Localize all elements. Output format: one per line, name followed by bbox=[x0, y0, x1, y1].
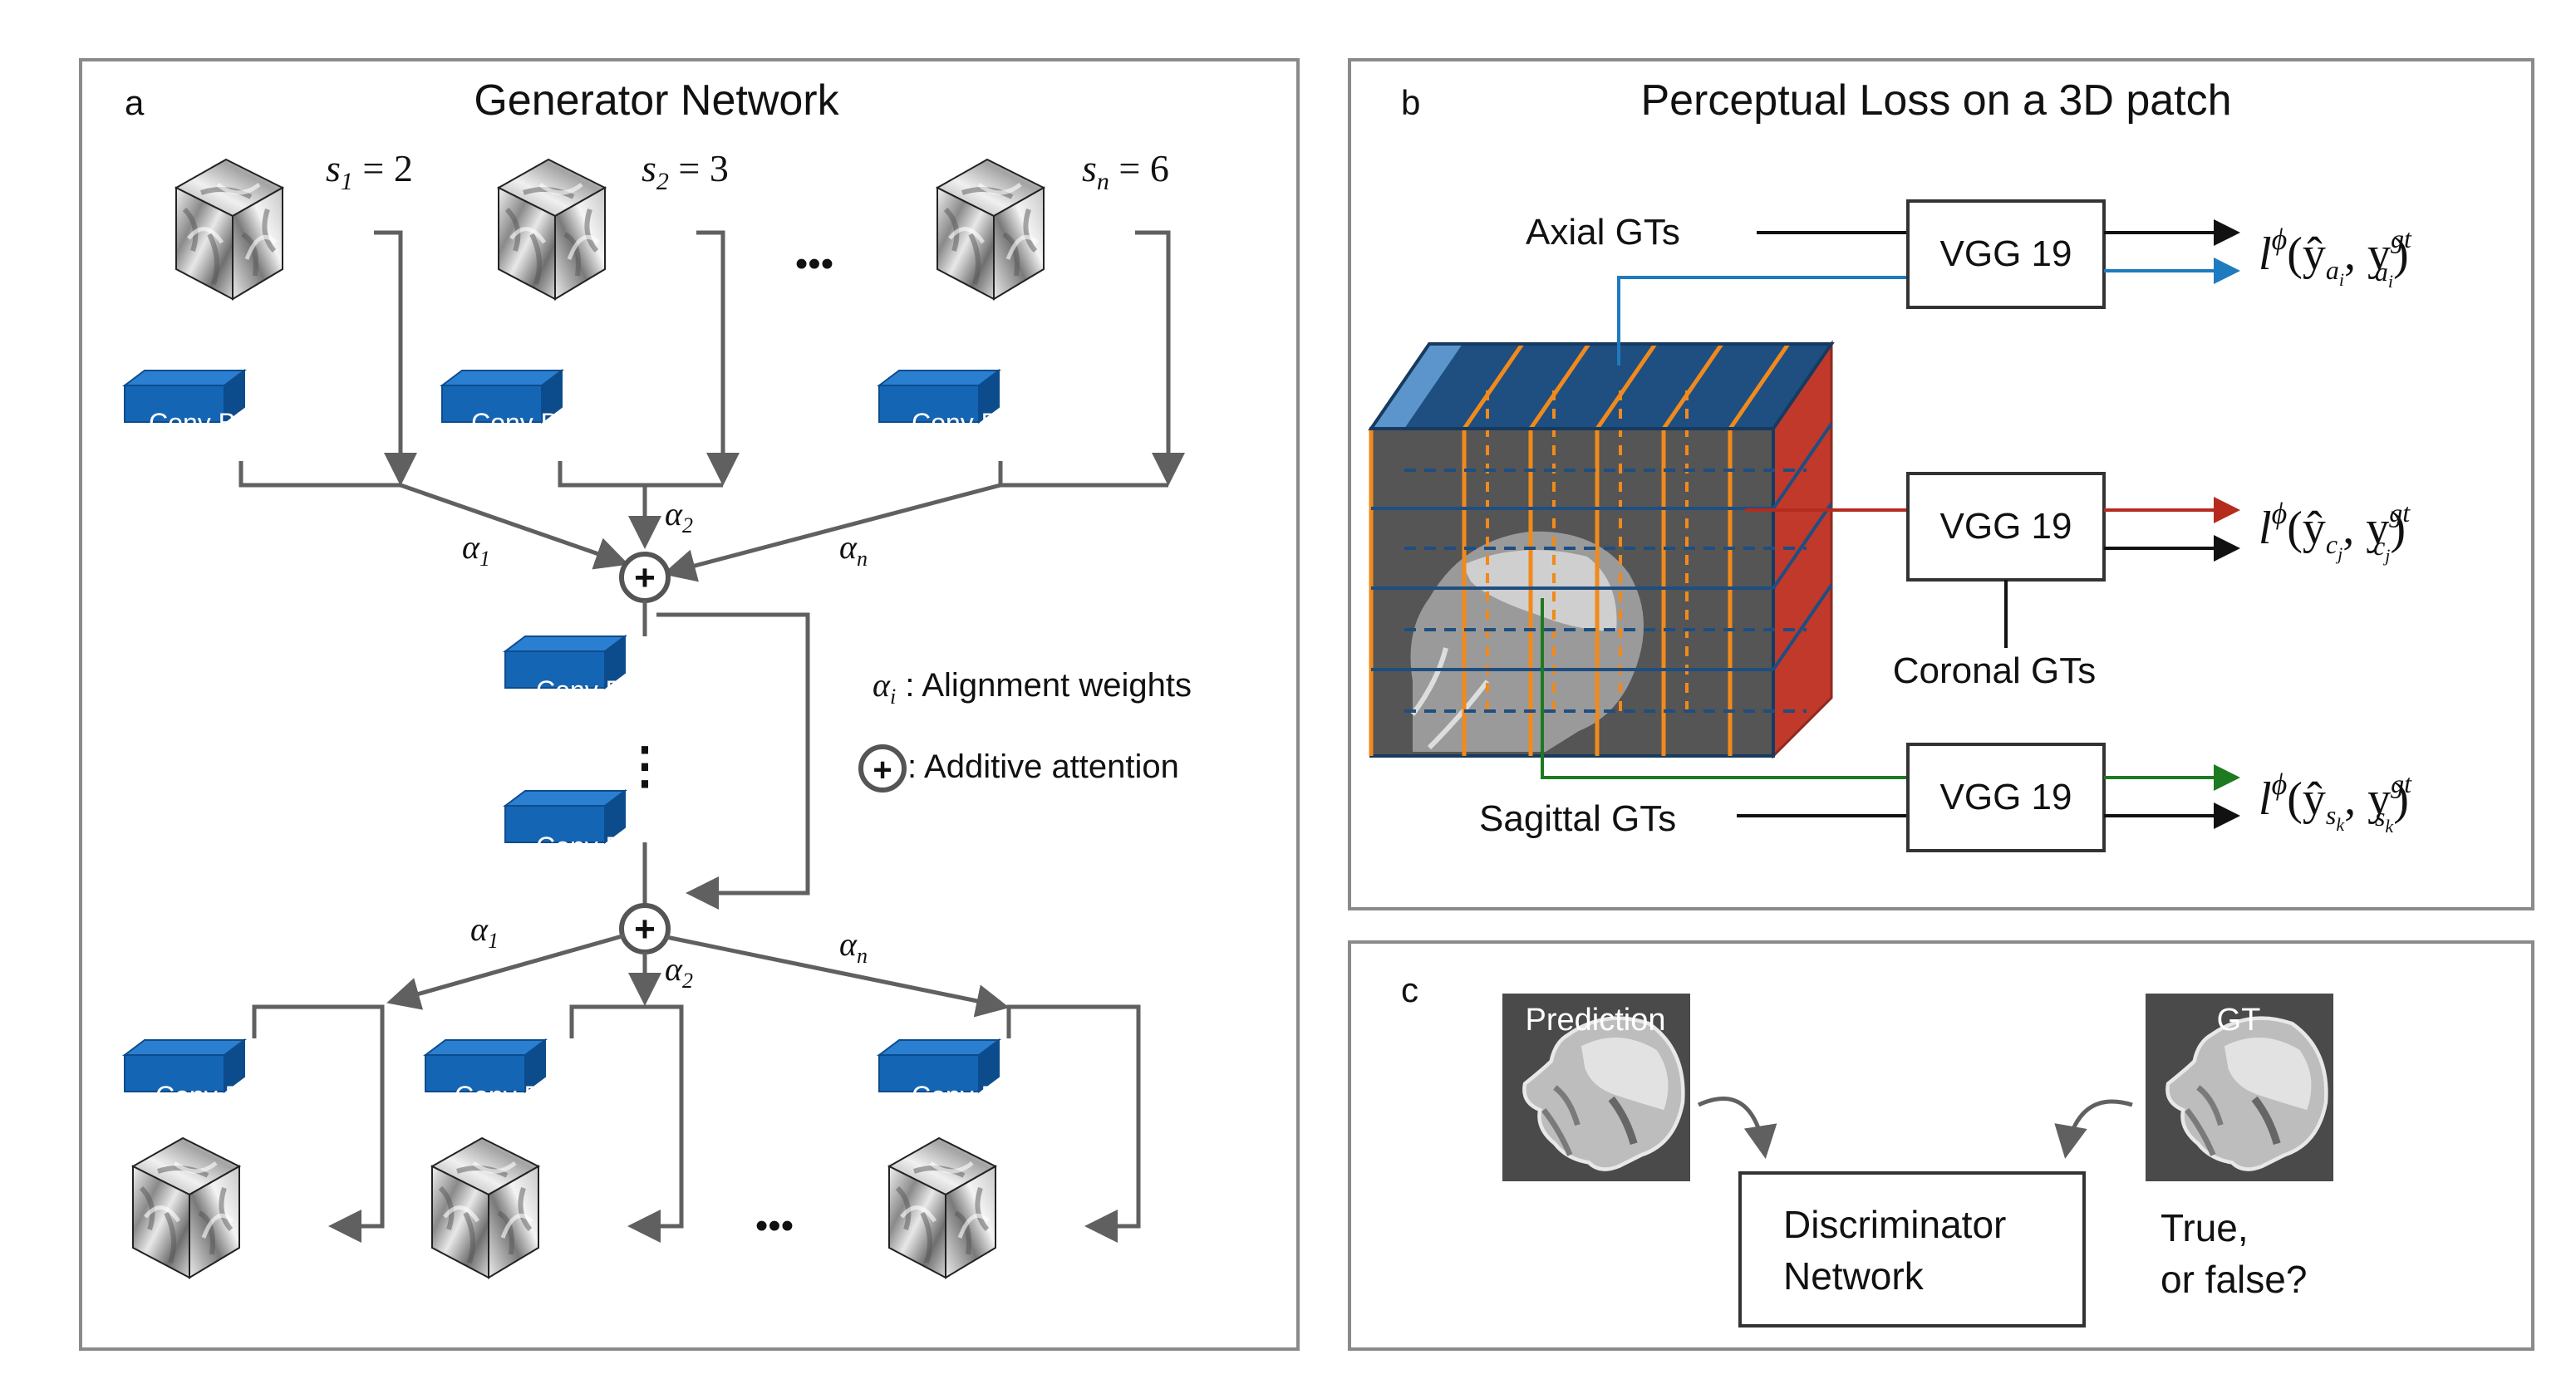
conv-block-label: Conv Block bbox=[536, 675, 671, 705]
bottom-ellipsis: ••• bbox=[755, 1205, 794, 1246]
panel-a-frame bbox=[79, 58, 1300, 1351]
panel-b-letter: b bbox=[1401, 83, 1420, 122]
discriminator-line-2: Network bbox=[1783, 1254, 1925, 1298]
merge-line-2 bbox=[558, 461, 723, 488]
output-cube-n bbox=[889, 1138, 995, 1278]
conv-block-label: Conv Block bbox=[912, 408, 1047, 438]
skip-arrow-1 bbox=[374, 230, 417, 486]
input-cube-1 bbox=[176, 159, 283, 299]
sagittal-gts-label: Sagittal GTs bbox=[1479, 798, 1676, 839]
panel-a-letter: a bbox=[125, 83, 145, 122]
output-loop-1 bbox=[252, 1004, 385, 1243]
top-ellipsis: ••• bbox=[795, 243, 833, 284]
plus-icon: + bbox=[634, 909, 656, 950]
attn-arrow-1 bbox=[400, 483, 629, 570]
alpha-top-2: α2 bbox=[665, 495, 693, 537]
gt-label: GT bbox=[2217, 1003, 2261, 1038]
vgg-label: VGG 19 bbox=[1940, 233, 2072, 274]
alpha-bottom-1: α1 bbox=[470, 910, 499, 953]
axial-connector bbox=[1617, 276, 1944, 366]
merge-line-1 bbox=[238, 461, 401, 488]
alpha-bottom-2: α2 bbox=[665, 950, 693, 993]
out-arrow-n bbox=[666, 935, 1010, 1018]
vgg-box-sagittal bbox=[1906, 743, 2106, 852]
output-cube-1 bbox=[133, 1138, 239, 1278]
output-loop-n bbox=[1006, 1004, 1141, 1243]
conv-block-label: Conv Block bbox=[149, 408, 284, 438]
gt-arrow bbox=[2054, 1099, 2133, 1159]
skip-arrow-n bbox=[1135, 230, 1185, 486]
conv-block-label: Conv Block bbox=[471, 408, 607, 438]
axial-gts-label: Axial GTs bbox=[1526, 212, 1680, 253]
panel-b-frame bbox=[1348, 58, 2534, 910]
out-arrow-1 bbox=[386, 933, 626, 1010]
legend-plus-icon bbox=[858, 744, 907, 793]
plus-icon: + bbox=[873, 752, 892, 788]
panel-b-title: Perceptual Loss on a 3D patch bbox=[1640, 76, 2231, 125]
vgg-box-coronal bbox=[1906, 472, 2106, 582]
question-line-1: True, bbox=[2161, 1206, 2249, 1249]
input-cube-n bbox=[937, 159, 1044, 299]
output-loop-2 bbox=[569, 1004, 684, 1243]
residual-arrow bbox=[656, 612, 810, 910]
prediction-arrow bbox=[1697, 1097, 1777, 1159]
scale-label-2: s2 = 3 bbox=[642, 147, 729, 195]
attn-arrow-n bbox=[662, 483, 1001, 582]
vgg-label: VGG 19 bbox=[1940, 777, 2072, 817]
alpha-top-n: αn bbox=[839, 528, 868, 571]
coronal-gts-label: Coronal GTs bbox=[1893, 650, 2097, 691]
vgg-box-axial bbox=[1906, 199, 2106, 309]
panel-c-frame bbox=[1348, 940, 2534, 1351]
conv-block-label: Conv Block bbox=[155, 1081, 291, 1111]
scale-label-n: sn = 6 bbox=[1082, 147, 1169, 195]
alpha-bottom-n: αn bbox=[839, 925, 868, 968]
conv-block-label: Conv Block bbox=[536, 832, 671, 861]
skip-arrow-2 bbox=[696, 230, 740, 486]
vertical-dots: ⋮ bbox=[620, 738, 670, 793]
conv-block-label: Conv Block bbox=[912, 1081, 1047, 1111]
conv-block-label: Conv Block bbox=[455, 1081, 590, 1111]
panel-a-title: Generator Network bbox=[474, 76, 839, 125]
legend-plus-text: : Additive attention bbox=[907, 748, 1179, 785]
discriminator-box bbox=[1738, 1171, 2086, 1327]
merge-line-n bbox=[998, 461, 1168, 488]
plus-icon: + bbox=[634, 557, 656, 598]
discriminator-line-1: Discriminator bbox=[1783, 1203, 2006, 1246]
question-line-2: or false? bbox=[2161, 1258, 2307, 1301]
panel-c-letter: c bbox=[1401, 970, 1418, 1009]
sagittal-connector bbox=[1541, 598, 1908, 779]
scale-label-1: s1 = 2 bbox=[326, 147, 413, 195]
legend-alpha: αi : Alignment weights bbox=[873, 666, 1192, 709]
alpha-top-1: α1 bbox=[462, 528, 490, 571]
prediction-label: Prediction bbox=[1526, 1003, 1666, 1038]
output-cube-2 bbox=[432, 1138, 538, 1278]
vgg-label: VGG 19 bbox=[1940, 506, 2072, 547]
patch-cube bbox=[1368, 340, 1835, 759]
input-cube-2 bbox=[499, 159, 605, 299]
